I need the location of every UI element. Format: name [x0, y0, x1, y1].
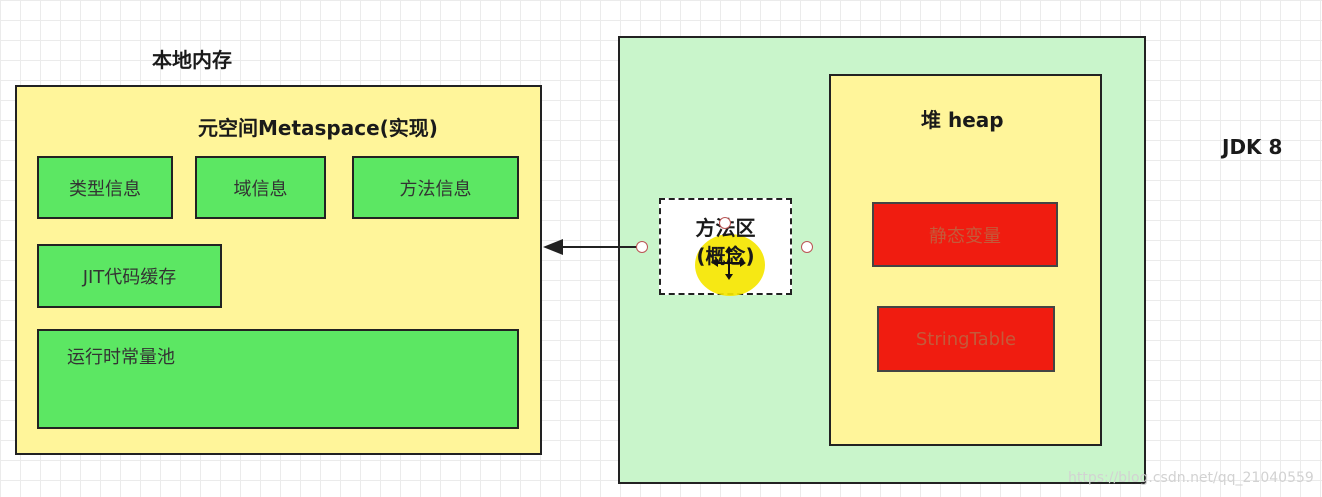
heap-title: 堆 heap — [921, 108, 1004, 132]
runtime-constant-pool-box[interactable]: 运行时常量池 — [37, 329, 519, 429]
method-info-box[interactable]: 方法信息 — [352, 156, 519, 219]
native-memory-title: 本地内存 — [152, 48, 232, 72]
jit-code-cache-box[interactable]: JIT代码缓存 — [37, 244, 222, 308]
type-info-box[interactable]: 类型信息 — [37, 156, 173, 219]
connection-handle-right[interactable] — [801, 241, 813, 253]
metaspace-title: 元空间Metaspace(实现) — [198, 116, 438, 140]
connection-handle-left[interactable] — [636, 241, 648, 253]
static-variables-box[interactable]: 静态变量 — [872, 202, 1058, 267]
move-cursor-icon — [712, 246, 746, 280]
string-table-box[interactable]: StringTable — [877, 306, 1055, 372]
connection-handle-top[interactable] — [719, 217, 731, 229]
field-info-box[interactable]: 域信息 — [195, 156, 326, 219]
jdk-version-label: JDK 8 — [1222, 135, 1283, 159]
runtime-constant-pool-label: 运行时常量池 — [67, 347, 175, 368]
watermark: https://blog.csdn.net/qq_21040559 — [1068, 470, 1314, 486]
